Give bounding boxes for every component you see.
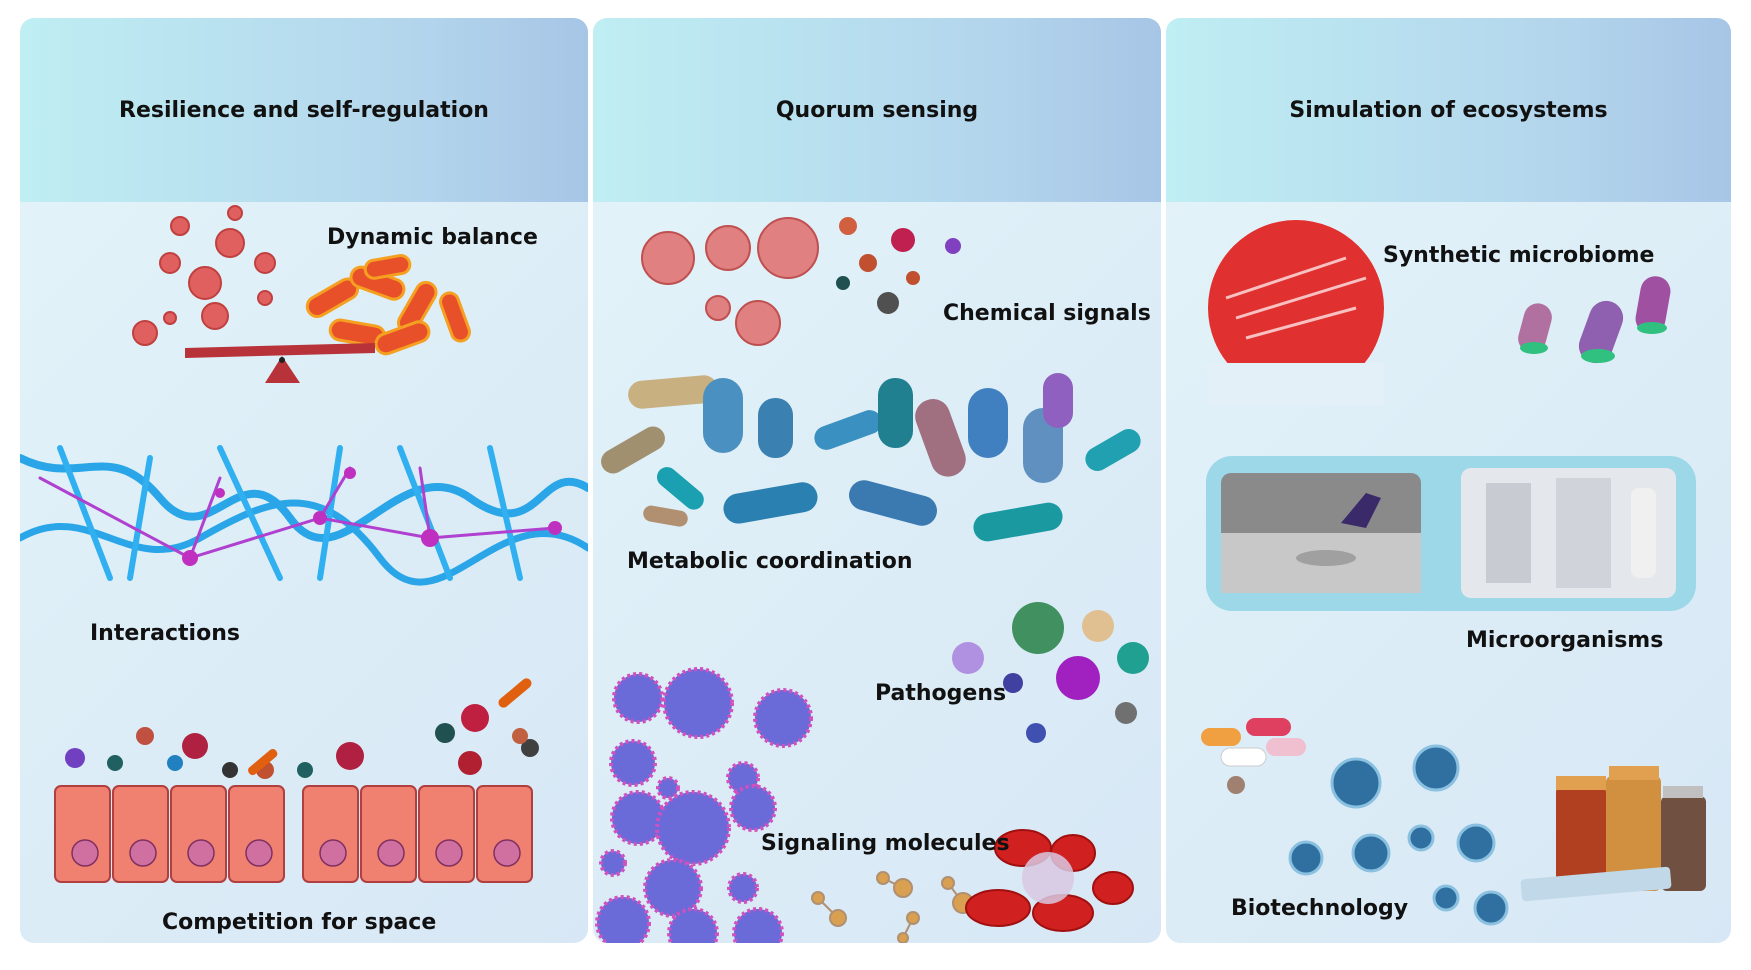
panel-simulation: Simulation of ecosystems bbox=[1166, 18, 1731, 943]
panel-title: Quorum sensing bbox=[775, 97, 979, 123]
label-biotechnology: Biotechnology bbox=[1231, 896, 1409, 921]
synthetic-microbes bbox=[1518, 276, 1671, 364]
bioreactor-unit bbox=[1486, 483, 1531, 583]
molecule-icons bbox=[811, 871, 974, 943]
label-interactions: Interactions bbox=[90, 621, 240, 646]
pills-icon bbox=[1201, 718, 1306, 794]
resilience-illustrations bbox=[20, 205, 588, 883]
panel-header: Simulation of ecosystems bbox=[1166, 18, 1731, 202]
quorum-illustrations bbox=[595, 217, 1149, 943]
label-competition: Competition for space bbox=[162, 910, 437, 935]
microbes-competing bbox=[65, 678, 539, 779]
immune-cell-icon bbox=[1022, 852, 1074, 904]
bacteria-cluster-orange bbox=[305, 254, 471, 356]
virus-cluster-red bbox=[132, 205, 276, 346]
virus-cluster-blue bbox=[595, 667, 813, 943]
panel-title: Resilience and self-regulation bbox=[119, 97, 489, 123]
virus-cluster-blue bbox=[1288, 744, 1509, 926]
label-dynamic-balance: Dynamic balance bbox=[327, 225, 538, 250]
bacteria-cluster-mixed bbox=[601, 373, 1141, 542]
label-synthetic-microbiome: Synthetic microbiome bbox=[1383, 243, 1655, 268]
label-signaling-molecules: Signaling molecules bbox=[761, 831, 1010, 856]
panel-header: Resilience and self-regulation bbox=[20, 18, 588, 202]
panel-header: Quorum sensing bbox=[593, 18, 1161, 202]
gloved-hand-icon bbox=[1341, 493, 1381, 528]
simulation-illustrations bbox=[1201, 220, 1706, 926]
signal-particles bbox=[836, 217, 961, 314]
label-pathogens: Pathogens bbox=[875, 681, 1007, 706]
bioreactor-tank bbox=[1556, 478, 1611, 588]
lab-worker-icon bbox=[1631, 488, 1656, 578]
epithelial-cells-icon bbox=[54, 785, 533, 883]
label-chemical-signals: Chemical signals bbox=[943, 301, 1151, 326]
panel-quorum-sensing: Quorum sensing bbox=[593, 18, 1161, 943]
petri-dish-icon bbox=[1208, 220, 1384, 405]
neural-network-icon bbox=[20, 445, 588, 586]
balance-scale-icon bbox=[185, 343, 375, 383]
medicine-bottles-icon bbox=[1520, 766, 1706, 902]
label-metabolic-coordination: Metabolic coordination bbox=[627, 549, 913, 574]
label-microorganisms: Microorganisms bbox=[1466, 628, 1664, 653]
petri-dish-photo bbox=[1296, 550, 1356, 566]
neuron-nodes bbox=[182, 467, 562, 566]
virus-cluster-red bbox=[641, 217, 819, 346]
panel-title: Simulation of ecosystems bbox=[1289, 97, 1608, 123]
panel-resilience: Resilience and self-regulation bbox=[20, 18, 588, 943]
pathogen-cluster bbox=[952, 602, 1149, 743]
cell-nuclei bbox=[71, 839, 521, 867]
